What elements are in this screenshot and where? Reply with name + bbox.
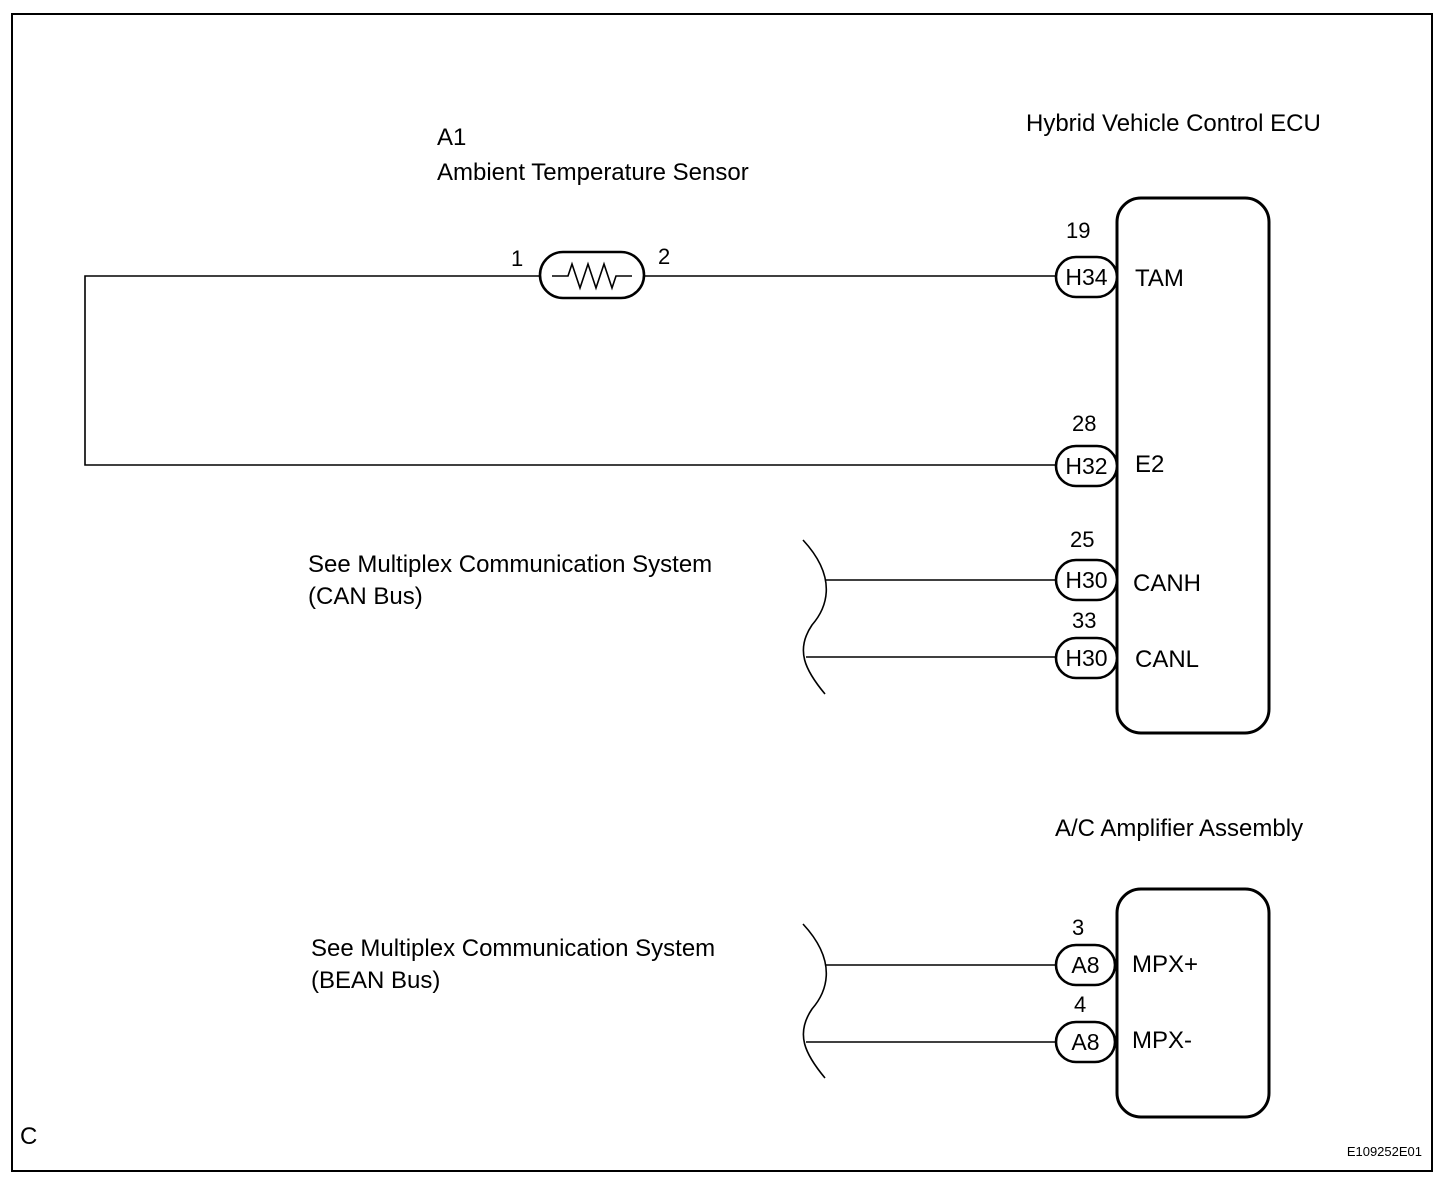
diagram-frame <box>11 13 1433 1172</box>
signal-mpx-minus: MPX- <box>1132 1027 1192 1054</box>
wire-sensor-ground-loop <box>84 275 1056 466</box>
bean-ref-line2: (BEAN Bus) <box>311 967 440 994</box>
signal-tam: TAM <box>1135 265 1184 292</box>
corner-letter: C <box>20 1123 37 1150</box>
signal-mpx-plus: MPX+ <box>1132 951 1198 978</box>
signal-e2: E2 <box>1135 451 1164 478</box>
connector-h32 <box>1054 444 1119 488</box>
bean-ref-line1: See Multiplex Communication System <box>311 935 715 962</box>
can-ref-line1: See Multiplex Communication System <box>308 551 712 578</box>
ecu-pin-25: 25 <box>1070 527 1094 552</box>
bean-break-mark <box>802 923 828 1079</box>
connector-a8-mpxm-label: A8 <box>1071 1029 1099 1055</box>
thermistor-symbol <box>538 250 646 300</box>
signal-canh: CANH <box>1133 570 1201 597</box>
amp-box <box>1115 887 1271 1119</box>
amp-pin-4: 4 <box>1074 992 1086 1017</box>
connector-h34 <box>1054 255 1119 299</box>
ecu-pin-28: 28 <box>1072 411 1096 436</box>
ecu-pin-19: 19 <box>1066 218 1090 243</box>
amp-pin-3: 3 <box>1072 915 1084 940</box>
ecu-pin-33: 33 <box>1072 608 1096 633</box>
can-break-mark <box>802 539 828 695</box>
connector-h30-canh-label: H30 <box>1065 567 1107 593</box>
signal-canl: CANL <box>1135 646 1199 673</box>
sensor-pin-2: 2 <box>658 244 670 269</box>
figure-id: E109252E01 <box>1347 1144 1422 1159</box>
connector-a8-mpxp-label: A8 <box>1071 952 1099 978</box>
sensor-pin-1: 1 <box>511 246 523 271</box>
sensor-code: A1 <box>437 124 466 151</box>
amp-title: A/C Amplifier Assembly <box>1055 815 1303 842</box>
sensor-name: Ambient Temperature Sensor <box>437 159 749 186</box>
connector-h32-label: H32 <box>1065 453 1107 479</box>
connector-h34-label: H34 <box>1065 264 1107 290</box>
ecu-title: Hybrid Vehicle Control ECU <box>1026 110 1321 137</box>
connector-h30-canl-label: H30 <box>1065 645 1107 671</box>
connector-h30-canl <box>1054 636 1119 680</box>
can-ref-line2: (CAN Bus) <box>308 583 423 610</box>
